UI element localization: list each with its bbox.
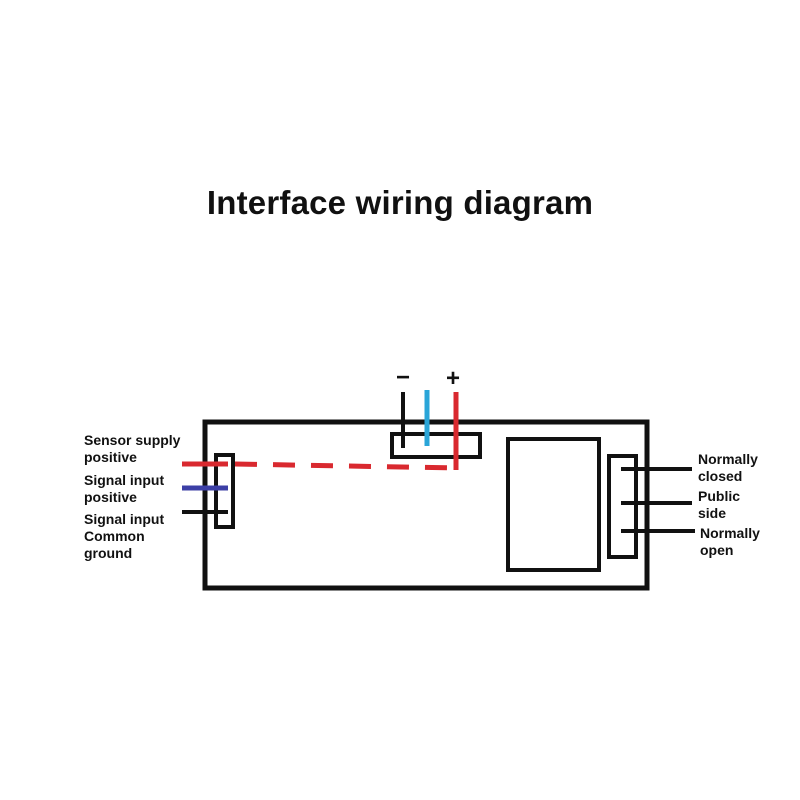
label-public-side: Public side (698, 488, 740, 522)
label-signal-input-positive: Signal input positive (84, 472, 164, 506)
label-sensor-supply-positive: Sensor supply positive (84, 432, 180, 466)
label-line: positive (84, 449, 137, 465)
power-terminal-block (390, 432, 482, 459)
label-line: Signal input (84, 511, 165, 527)
minus-sign: − (396, 364, 411, 391)
relay (506, 437, 601, 572)
output-terminal-block (607, 454, 638, 559)
input-terminal-block (214, 453, 235, 529)
label-line: Sensor supply (84, 432, 181, 448)
label-line: positive (84, 489, 137, 505)
label-line: Common (84, 528, 145, 544)
label-normally-open: Normally open (700, 525, 760, 559)
label-line: closed (698, 468, 743, 484)
label-signal-input-common-ground: Signal input Common ground (84, 511, 164, 562)
label-line: Public (698, 488, 741, 504)
sensor-supply-dashed-link (234, 461, 459, 471)
plus-sign: + (446, 365, 461, 392)
diagram-title: Interface wiring diagram (206, 184, 594, 221)
label-line: ground (84, 545, 133, 561)
label-line: Signal input (84, 472, 165, 488)
label-line: Normally (698, 451, 758, 467)
label-line: open (700, 542, 734, 558)
label-normally-closed: Normally closed (698, 451, 758, 485)
label-line: side (698, 505, 727, 521)
label-line: Normally (700, 525, 760, 541)
module-board (202, 419, 650, 591)
